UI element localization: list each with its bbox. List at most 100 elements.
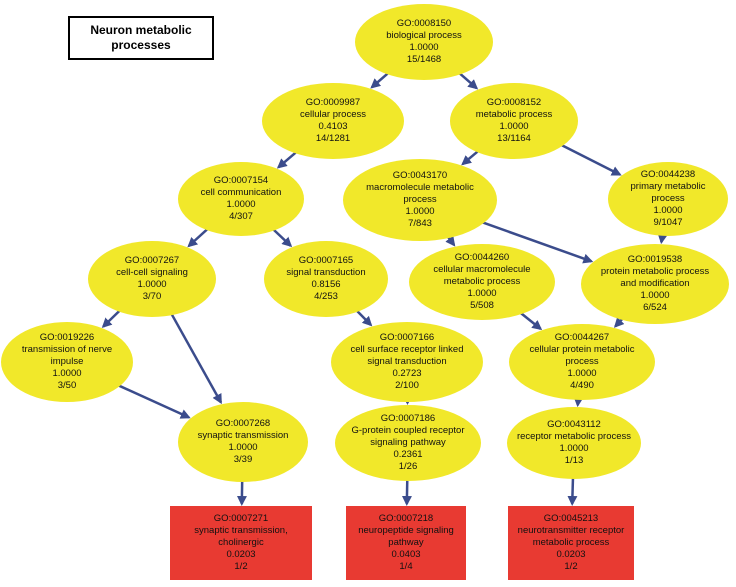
node-term-name: macromolecule metabolic process [366, 182, 474, 205]
node-term-name: cell surface receptor linked signal tran… [350, 344, 464, 367]
node-go-id: GO:0044260 [454, 252, 510, 263]
node-go-id: GO:0007166 [379, 332, 435, 343]
node-score: 0.0403 [391, 549, 421, 560]
node-count: 6/524 [643, 302, 667, 313]
node-count: 4/490 [570, 380, 594, 391]
node-score: 1.0000 [137, 279, 167, 290]
node-count: 3/39 [233, 454, 253, 465]
node-count: 7/843 [408, 218, 432, 229]
node-term-name: metabolic process [475, 109, 553, 120]
node-count: 1/4 [399, 561, 413, 572]
edge-arrow [458, 71, 479, 90]
node-score: 0.8156 [311, 279, 341, 290]
node-go-id: GO:0043112 [547, 419, 601, 430]
edge-arrow [567, 476, 578, 506]
node-score: 1.0000 [499, 121, 529, 132]
node-score: 1.0000 [559, 443, 589, 454]
node-count: 1/13 [564, 455, 584, 466]
node-term-name: cellular macromolecule metabolic process [433, 264, 531, 287]
node-go-id: GO:0044238 [640, 169, 696, 180]
edge-arrow [481, 221, 594, 264]
node-count: 5/508 [470, 300, 494, 311]
node-score: 1.0000 [52, 368, 82, 379]
edge-arrow [461, 149, 480, 166]
node-count: 4/307 [229, 211, 253, 222]
edge-arrow [370, 71, 390, 89]
node-term-name: cell-cell signaling [116, 267, 188, 278]
node-score: 0.2361 [393, 449, 423, 460]
node-go-id: GO:0009987 [305, 97, 361, 108]
node-go-id: GO:0045213 [543, 513, 599, 524]
node-count: 1/2 [564, 561, 578, 572]
node-go-id: GO:0007186 [380, 413, 436, 424]
node-term-name: cell communication [200, 187, 282, 198]
node-go-id: GO:0044267 [554, 332, 610, 343]
node-score: 0.0203 [226, 549, 256, 560]
node-term-name: signal transduction [286, 267, 366, 278]
node-term-name: G-protein coupled receptor signaling pat… [351, 425, 465, 448]
node-term-name: primary metabolic process [630, 181, 706, 204]
node-go-id: GO:0043170 [392, 170, 448, 181]
node-go-id: GO:0008150 [396, 18, 452, 29]
node-go-id: GO:0007218 [378, 513, 434, 524]
node-score: 1.0000 [226, 199, 256, 210]
node-go-id: GO:0007268 [215, 418, 271, 429]
node-count: 1/2 [234, 561, 248, 572]
node-term-name: synaptic transmission, cholinergic [194, 525, 288, 548]
node-term-name: protein metabolic process and modificati… [600, 266, 710, 289]
node-term-name: synaptic transmission [197, 430, 289, 441]
node-count: 15/1468 [406, 54, 442, 65]
diagram-title: Neuron metabolic processes [68, 16, 214, 60]
node-count: 13/1164 [497, 133, 531, 144]
edge-arrow [170, 312, 222, 405]
edge-arrow [560, 143, 622, 176]
node-go-id: GO:0007271 [213, 513, 269, 524]
node-go-id: GO:0007267 [124, 255, 180, 266]
edge-arrow [117, 384, 191, 419]
node-score: 1.0000 [640, 290, 670, 301]
node-count: 3/50 [57, 380, 77, 391]
node-score: 1.0000 [409, 42, 439, 53]
node-score: 1.0000 [405, 206, 435, 217]
node-score: 1.0000 [228, 442, 258, 453]
node-count: 1/26 [398, 461, 418, 472]
edge-arrow [187, 227, 209, 248]
node-score: 0.0203 [556, 549, 586, 560]
node-count: 4/253 [314, 291, 338, 302]
node-score: 1.0000 [467, 288, 497, 299]
node-go-id: GO:0019226 [39, 332, 95, 343]
node-count: 9/1047 [653, 217, 683, 228]
node-score: 1.0000 [567, 368, 597, 379]
edge-arrow [276, 150, 298, 169]
node-term-name: transmission of nerve impulse [21, 344, 113, 367]
node-term-name: neurotransmitter receptor metabolic proc… [517, 525, 625, 548]
edge-arrow [272, 228, 293, 248]
node-count: 14/1281 [315, 133, 351, 144]
node-count: 3/70 [142, 291, 162, 302]
node-term-name: biological process [386, 30, 462, 41]
edge-arrow [401, 478, 412, 506]
node-term-name: cellular protein metabolic process [529, 344, 635, 367]
node-go-id: GO:0007165 [298, 255, 354, 266]
node-count: 2/100 [395, 380, 419, 391]
node-term-name: receptor metabolic process [516, 431, 632, 442]
